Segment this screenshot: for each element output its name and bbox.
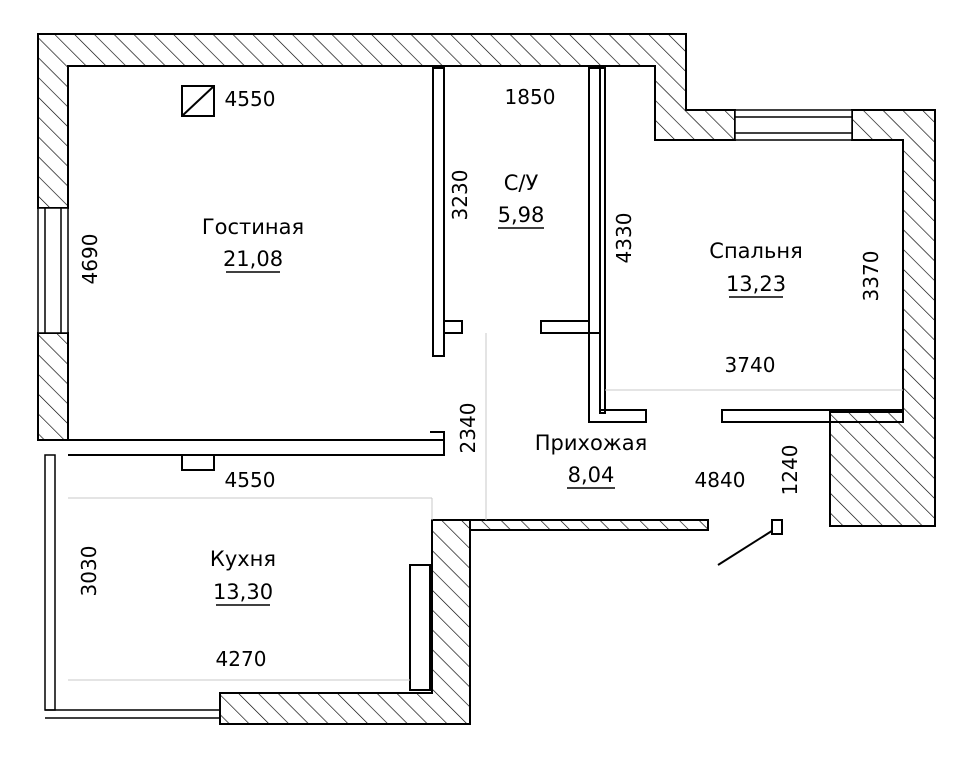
dim-hall-height: 2340: [456, 403, 480, 454]
living-room-area: 21,08: [223, 247, 283, 271]
dim-hall-width: 4840: [695, 468, 746, 492]
bedroom-window: [734, 109, 853, 141]
ventilation-shafts: [181, 85, 215, 471]
dimension-labels: 4550 4690 1850 3230 4330 3370 3740 2340 …: [77, 85, 883, 671]
bedroom-area: 13,23: [726, 272, 786, 296]
windows: [37, 109, 853, 719]
kitchen-balcony-window: [44, 454, 56, 711]
dim-bedroom-height-left: 4330: [612, 213, 636, 264]
dim-bath-height: 3230: [448, 170, 472, 221]
living-room-name: Гостиная: [202, 215, 304, 239]
vent-shaft-kitchen: [181, 454, 215, 471]
dim-kitchen-height: 3030: [77, 546, 101, 597]
dim-living-width: 4550: [225, 87, 276, 111]
bathroom-area: 5,98: [498, 203, 545, 227]
dim-kitchen-width-bottom: 4270: [216, 647, 267, 671]
hallway-name: Прихожая: [535, 431, 647, 455]
kitchen-area: 13,30: [213, 580, 273, 604]
interior-walls: [68, 67, 904, 691]
dim-entry-depth: 1240: [778, 445, 802, 496]
kitchen-name: Кухня: [210, 547, 276, 571]
dimension-lines: [68, 333, 903, 681]
hallway-area: 8,04: [568, 463, 615, 487]
dim-kitchen-width-top: 4550: [225, 468, 276, 492]
dim-bath-width: 1850: [505, 85, 556, 109]
entry-door: [717, 519, 783, 566]
bathroom-name: С/У: [504, 171, 539, 195]
dim-bedroom-width: 3740: [725, 353, 776, 377]
bedroom-name: Спальня: [709, 239, 802, 263]
room-labels: Гостиная 21,08 С/У 5,98 Спальня 13,23 Пр…: [202, 171, 803, 606]
dim-bedroom-height-right: 3370: [859, 251, 883, 302]
living-window: [37, 207, 69, 334]
dim-living-height: 4690: [78, 234, 102, 285]
